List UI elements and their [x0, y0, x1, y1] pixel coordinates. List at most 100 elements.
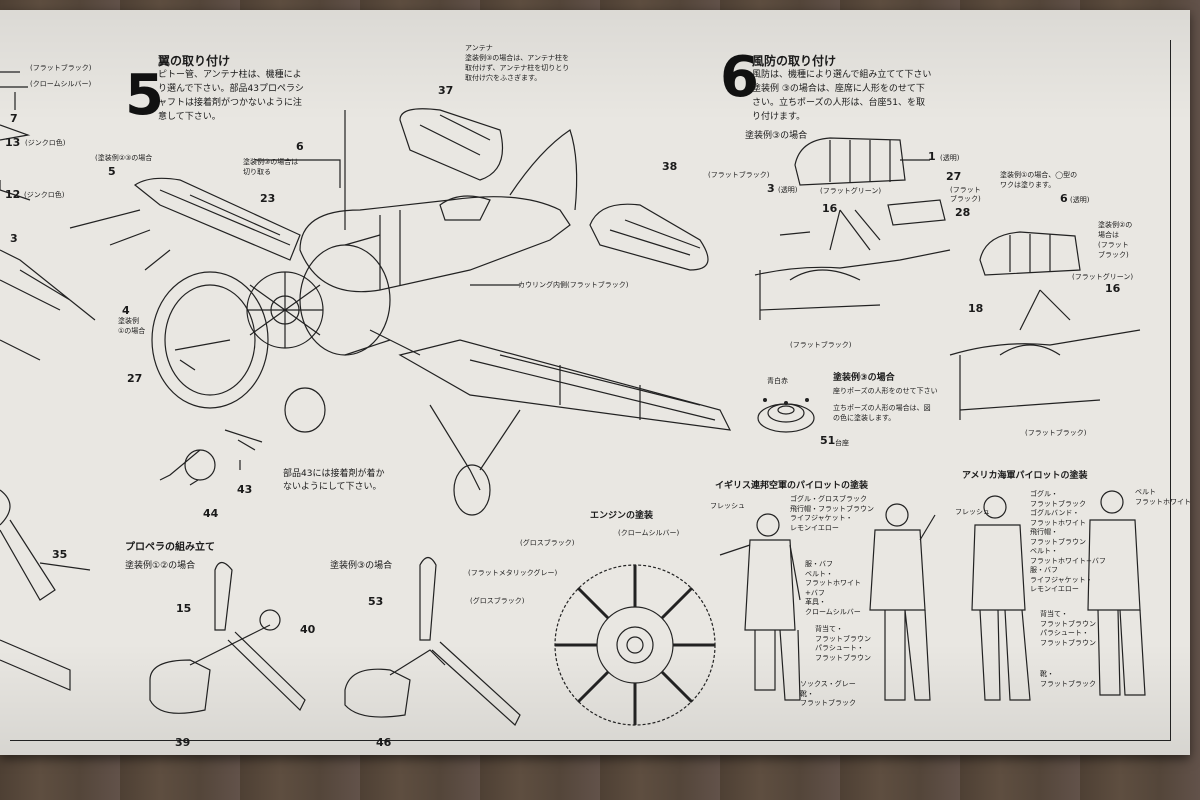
pilot-uk-front — [719, 513, 801, 701]
antenna-note-line: 取付け穴をふさぎます。 — [465, 74, 542, 82]
step-5-line: 意して下さい。 — [158, 112, 221, 122]
cowling-sides — [344, 234, 391, 356]
label-flat-black: (フラットブラック) — [30, 64, 92, 72]
cockpit-rim — [789, 269, 861, 281]
us-label: レモンイエロー — [1030, 585, 1079, 593]
propeller-blade-15-up — [214, 561, 233, 631]
leader-line — [255, 159, 341, 188]
us-flesh-label: フレッシュ — [955, 508, 990, 516]
part-number-27-step6: 27 — [946, 170, 962, 183]
part-number-6-step6: 6 — [1060, 192, 1068, 205]
us-label: フラットブラック — [1030, 499, 1086, 508]
flat-black-line: (フラット — [950, 186, 981, 194]
spinner-46 — [344, 668, 411, 718]
us-label: パラシュート・ — [1040, 629, 1089, 637]
spinner-39 — [149, 659, 211, 714]
label-flat-green-2: (フラットグリーン) — [1072, 273, 1134, 281]
sheet-border — [10, 40, 1171, 741]
us-label: 服・バフ — [1030, 566, 1058, 574]
note-43-line: 部品43には接着剤が着か — [283, 469, 385, 479]
part-number-37: 37 — [438, 84, 454, 97]
wheel-spat — [284, 387, 326, 433]
label-flat-green: (フラットグリーン) — [820, 187, 882, 195]
note-part-43: 部品43には接着剤が着か ないようにして下さい。 — [283, 468, 384, 494]
cockpit-rim — [999, 344, 1061, 356]
uk-label: フラットブラウン — [815, 653, 871, 662]
uk-flesh-label: フレッシュ — [710, 502, 745, 510]
label-base: 台座 — [835, 439, 849, 447]
base-51 — [757, 403, 815, 433]
label-clear-1: (透明) — [940, 154, 960, 162]
part-number-43: 43 — [237, 483, 253, 496]
us-label: ライフジャケット・ — [1030, 575, 1093, 584]
uk-label: フラットブラウン — [815, 634, 871, 643]
pilot-us-front — [971, 495, 1031, 701]
seat-note-1: 座りポーズの人形をのせて下さい — [833, 387, 938, 395]
antenna-note-line: アンテナ — [465, 44, 493, 52]
upper-wing-lines — [159, 189, 291, 246]
propeller-assembly-title: プロペラの組み立て — [125, 542, 215, 553]
uk-label: ライフジャケット・ — [790, 514, 853, 522]
uk-label: 革具・ — [805, 598, 826, 606]
part-number-12: 12 — [5, 188, 21, 201]
spinner-shaft — [159, 449, 201, 481]
pilot-us-back — [1087, 490, 1146, 696]
case1-note-line: 塗装例①の場合、◯型の — [1000, 171, 1078, 179]
us-label: 飛行帽・ — [1030, 528, 1058, 536]
engine-crankcase — [596, 606, 674, 684]
label-flat-metallic-gray: (フラットメタリックグレー) — [468, 569, 558, 577]
label-chrome-silver: (クロームシルバー) — [30, 80, 92, 88]
part-number-38: 38 — [662, 160, 678, 173]
us-pilot-title: アメリカ海軍パイロットの塗装 — [962, 471, 1088, 481]
canopy-6 — [979, 231, 1081, 276]
pilot-uk-back — [869, 503, 936, 701]
part-number-39: 39 — [175, 736, 191, 749]
step-6-number: 6 — [720, 45, 759, 110]
left-wing-tip — [0, 639, 71, 691]
us-pilot-labels-top: ゴグル・ フラットブラック ゴグルバンド・ フラットホワイト 飛行帽・ フラット… — [1030, 490, 1106, 595]
engine-painting-title: エンジンの塗装 — [590, 511, 654, 521]
uk-label: 服・バフ — [805, 560, 833, 568]
us-label: フラットブラウン — [1030, 537, 1086, 546]
flat-black-line: ブラック) — [950, 195, 981, 203]
part-13-shape — [0, 124, 31, 141]
uk-pilot-labels-middle: 服・バフ ベルト・ フラットホワイト +バフ 革具・ クロームシルバー — [805, 560, 861, 617]
canopy-case-1-note: 塗装例①の場合、◯型の ワクは塗ります。 — [1000, 170, 1077, 190]
wing-panel-lines — [469, 354, 716, 421]
label-flat-black-fuselage: (フラットブラック) — [790, 341, 852, 349]
part-3 — [779, 231, 811, 236]
part-number-4: 4 — [122, 304, 130, 317]
part-number-53: 53 — [368, 595, 384, 608]
uk-pilot-labels-lower: 背当て・ フラットブラウン パラシュート・ フラットブラウン — [815, 625, 871, 663]
part-number-27: 27 — [127, 372, 143, 385]
part-number-28: 28 — [955, 206, 971, 219]
label-clear-3: (透明) — [778, 186, 798, 194]
part-28 — [887, 199, 946, 226]
us-label: ベルト — [1135, 488, 1156, 496]
uk-label: 背当て・ — [815, 625, 843, 633]
cut-note-line: 塗装例③の場合は — [243, 158, 299, 166]
part-number-40: 40 — [300, 623, 316, 636]
uk-label: ベルト・ — [805, 569, 833, 578]
case1-note-line: ワクは塗ります。 — [1000, 181, 1056, 189]
us-label: フラットブラウン — [1040, 638, 1096, 647]
part-number-7: 7 — [10, 112, 18, 125]
label-gloss-black-1: (グロスブラック) — [520, 539, 575, 547]
lower-wing-right — [398, 339, 732, 431]
propeller-blade-53-down — [431, 641, 521, 726]
tail-fin — [509, 129, 578, 211]
horizontal-stabilizer-38 — [589, 203, 709, 271]
stabilizer-lines — [419, 114, 491, 156]
main-wheel — [453, 464, 491, 516]
us-label: ベルト・ — [1030, 547, 1058, 555]
us-pilot-labels-bottom: 靴・ フラットブラック — [1040, 670, 1096, 689]
us-label: 背当て・ — [1040, 610, 1068, 618]
engine-cylinders — [247, 272, 323, 348]
step-6-instructions: 風防は、機種により選んで組み立てて下さい 塗装例 ③の場合は、座席に人形をのせて… — [752, 68, 931, 124]
fuselage-outline — [299, 196, 571, 293]
uk-label: クロームシルバー — [805, 607, 861, 616]
part-number-3-step6: 3 — [767, 182, 775, 195]
step-5-line: ピトー管、アンテナ柱は、機種によ — [158, 70, 302, 80]
label-paint-case-2-3: (塗装例②③の場合 — [95, 154, 153, 162]
leader-line — [39, 562, 91, 571]
